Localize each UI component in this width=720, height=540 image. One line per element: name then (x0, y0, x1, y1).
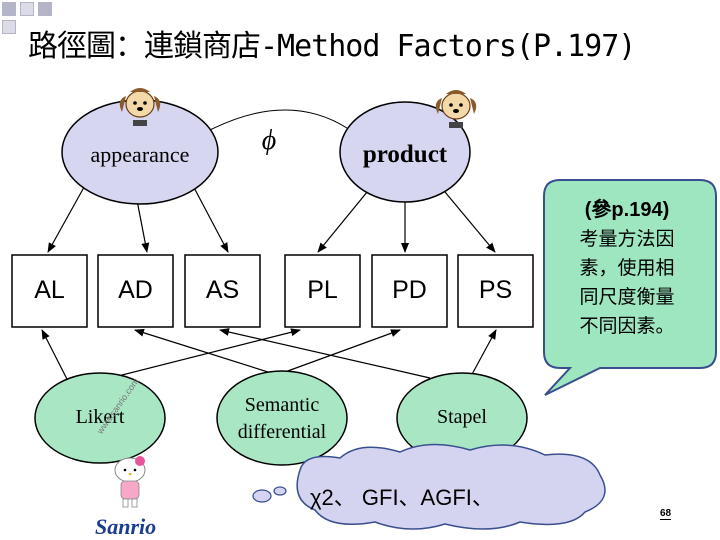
dog-mascot-icon (435, 90, 477, 128)
fit-indices-text: χ2、 GFI、AGFI、 (310, 485, 494, 510)
indicator-label: PS (478, 276, 513, 304)
product-factor (339, 101, 471, 203)
indicator-label: PD (392, 276, 427, 304)
likert-method (34, 372, 166, 464)
callout-line: 同尺度衡量 (579, 286, 675, 308)
callout-line: (參p.194) (584, 199, 670, 221)
semantic-label-line2: differential (237, 421, 327, 443)
decor-square (2, 2, 16, 16)
sanrio-logo: Sanrio (95, 514, 157, 539)
indicator-label: PL (307, 276, 338, 304)
callout-line: 考量方法因 (579, 228, 675, 250)
semantic-label-line1: Semantic (244, 394, 320, 416)
product-label: product (362, 141, 448, 168)
decor-square (2, 20, 16, 34)
method-arrows (41, 328, 497, 386)
decor-square (20, 2, 34, 16)
semantic-method (216, 370, 348, 466)
page-number: 68 (660, 508, 672, 520)
correlation-arc (209, 109, 351, 131)
thought-cloud (252, 443, 606, 530)
indicator-label: AL (34, 276, 65, 304)
indicator-label: AS (205, 276, 240, 304)
decor-square (38, 2, 52, 16)
likert-label: Likert (75, 406, 125, 428)
callout-note: (參p.194) 考量方法因 素，使用相 同尺度衡量 不同因素。 (553, 196, 701, 341)
indicator-boxes (11, 254, 534, 328)
hello-kitty-icon (114, 456, 146, 508)
indicator-label: AD (118, 276, 153, 304)
callout-line: 不同因素。 (579, 315, 675, 337)
dog-mascot-icon (119, 88, 161, 126)
callout-line: 素，使用相 (579, 257, 675, 279)
callout-bubble (543, 179, 717, 396)
appearance-label: appearance (90, 142, 190, 167)
stapel-label: Stapel (437, 406, 487, 428)
slide-title: 路徑圖：連鎖商店-Method Factors(P.197) (28, 29, 636, 64)
phi-label: ϕ (261, 125, 277, 156)
